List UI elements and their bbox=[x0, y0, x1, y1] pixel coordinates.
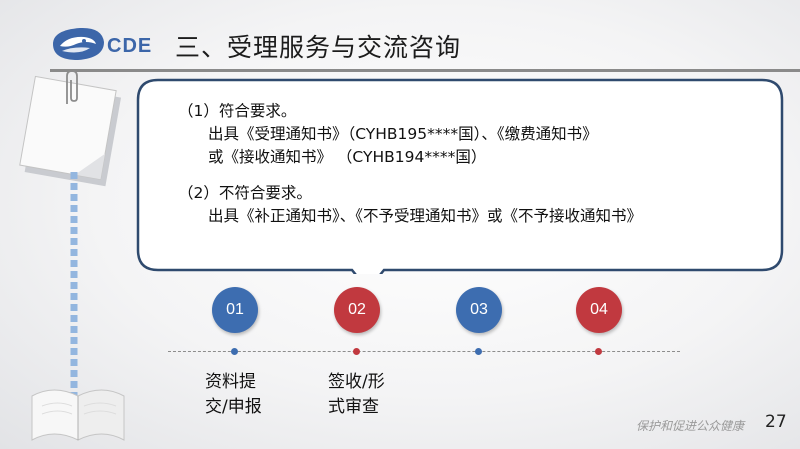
step-3-circle[interactable]: 03 bbox=[456, 287, 502, 333]
step-1-label: 资料提 交/申报 bbox=[205, 370, 262, 420]
paperclip-icon bbox=[66, 70, 78, 104]
step-1-number: 01 bbox=[226, 301, 244, 318]
logo-text: CDE bbox=[107, 35, 153, 57]
item-1-detail-cont: 或《接收通知书》 （CYHB194****国） bbox=[208, 148, 487, 166]
step-2-label-line2: 式审查 bbox=[328, 397, 379, 417]
step-1-circle[interactable]: 01 bbox=[212, 287, 258, 333]
callout-bubble bbox=[136, 78, 784, 274]
step-2-number: 02 bbox=[348, 301, 366, 318]
step-4-number: 04 bbox=[590, 301, 608, 318]
book-icon bbox=[31, 389, 125, 441]
item-1-detail: 出具《受理通知书》（CYHB195****国）、《缴费通知书》 bbox=[208, 125, 598, 143]
timeline-axis bbox=[168, 351, 680, 352]
step-4-marker bbox=[595, 348, 602, 355]
item-2-heading: （2）不符合要求。 bbox=[178, 184, 312, 202]
cde-logo-icon bbox=[53, 27, 104, 60]
step-1-marker bbox=[231, 348, 238, 355]
step-1-label-line2: 交/申报 bbox=[205, 397, 262, 417]
callout-text: （1）符合要求。 出具《受理通知书》（CYHB195****国）、《缴费通知书》… bbox=[178, 100, 798, 228]
footer-slogan: 保护和促进公众健康 bbox=[636, 419, 745, 433]
step-3-number: 03 bbox=[470, 301, 488, 318]
vertical-dashed-line bbox=[70, 172, 78, 404]
header-divider bbox=[50, 69, 800, 72]
step-3-marker bbox=[475, 348, 482, 355]
page-number: 27 bbox=[765, 412, 787, 432]
step-1-label-line1: 资料提 bbox=[205, 372, 256, 392]
step-2-label-line1: 签收/形 bbox=[328, 372, 385, 392]
step-2-label: 签收/形 式审查 bbox=[328, 370, 385, 420]
item-1-heading: （1）符合要求。 bbox=[178, 102, 297, 120]
step-4-circle[interactable]: 04 bbox=[576, 287, 622, 333]
notepad-icon bbox=[19, 75, 122, 187]
page-title: 三、受理服务与交流咨询 bbox=[175, 33, 462, 62]
step-2-marker bbox=[353, 348, 360, 355]
item-2-detail: 出具《补正通知书》、《不予受理通知书》或《不予接收通知书》 bbox=[208, 207, 643, 225]
step-2-circle[interactable]: 02 bbox=[334, 287, 380, 333]
